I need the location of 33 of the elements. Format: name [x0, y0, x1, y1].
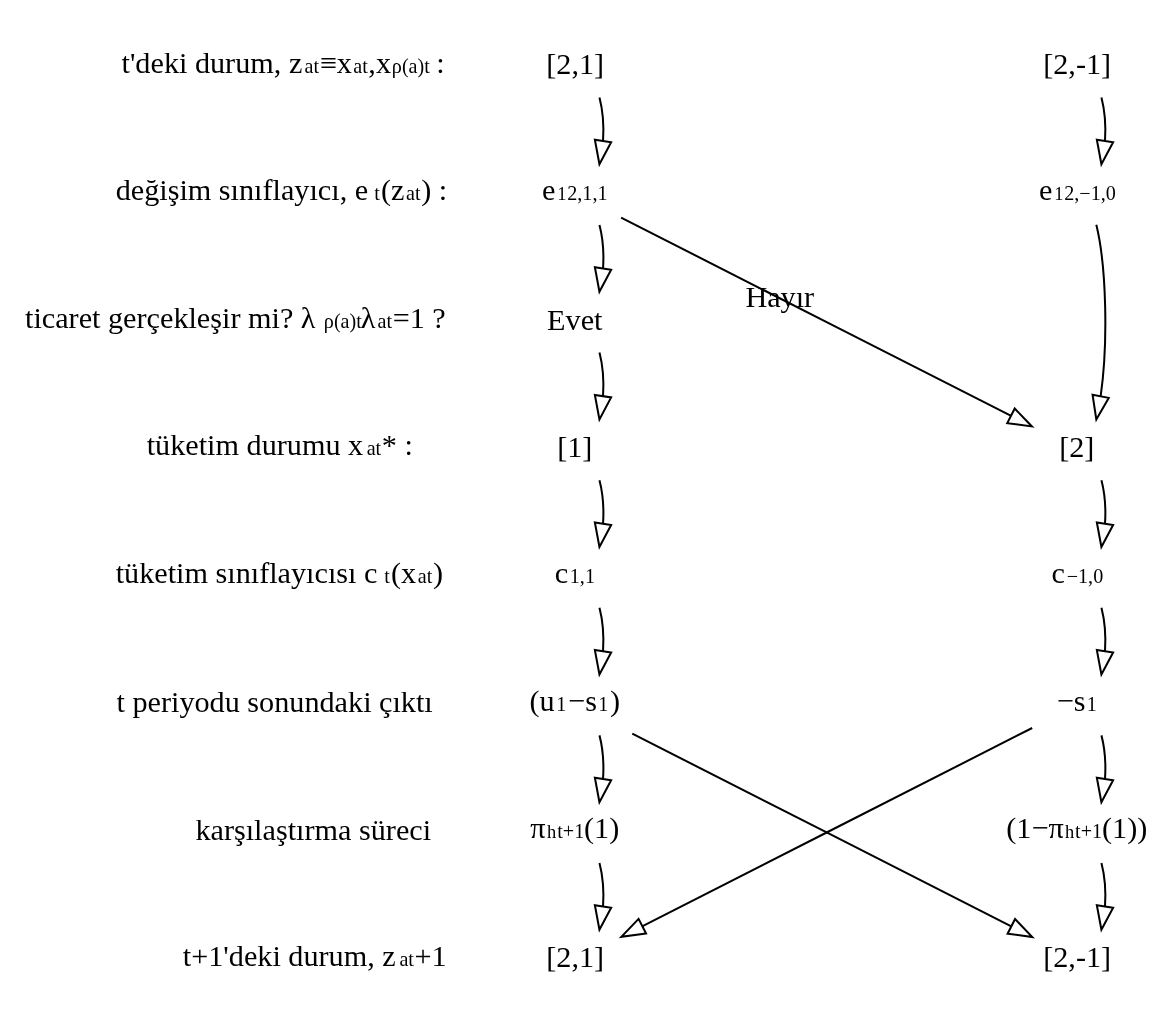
node-text: (1−πht+1(1)): [1006, 811, 1148, 846]
label: tüketim durumu xat* :: [146, 428, 413, 463]
node-text: Evet: [547, 302, 603, 337]
node-text: e12,1,1: [542, 173, 608, 208]
arrow: [1095, 607, 1115, 678]
arrow: [593, 97, 613, 168]
node-text: e12,−1,0: [1039, 173, 1116, 208]
arrow: [593, 607, 613, 678]
arrow: [1095, 97, 1115, 168]
node-text: (u1−s1): [529, 683, 621, 718]
arrow: [593, 735, 613, 806]
arrow: [1095, 862, 1115, 933]
label: t periyodu sonundaki çıktı: [116, 685, 433, 720]
node-text: [1]: [557, 430, 593, 465]
node-text: −s1: [1056, 683, 1097, 718]
label: t'deki durum, zat≡xat,xρ(a)t :: [121, 45, 445, 80]
arrow: [1095, 735, 1115, 806]
node-text: [2,-1]: [1043, 940, 1112, 975]
node-text: [2,-1]: [1043, 47, 1112, 82]
arrow: [593, 862, 613, 933]
node-text: [2,1]: [546, 940, 605, 975]
arrow: [620, 216, 1035, 428]
node-text: c−1,0: [1051, 556, 1104, 590]
arrow: [1091, 224, 1111, 423]
arrow: [593, 224, 613, 295]
node-text: πht+1(1): [530, 811, 620, 846]
arrow: [593, 352, 613, 423]
node-text: [2,1]: [546, 47, 605, 82]
arrow: [1095, 479, 1115, 550]
label: karşılaştırma süreci: [195, 812, 432, 847]
node-text: c1,1: [554, 556, 595, 590]
node-text: [2]: [1059, 430, 1095, 465]
arrow: [593, 479, 613, 550]
